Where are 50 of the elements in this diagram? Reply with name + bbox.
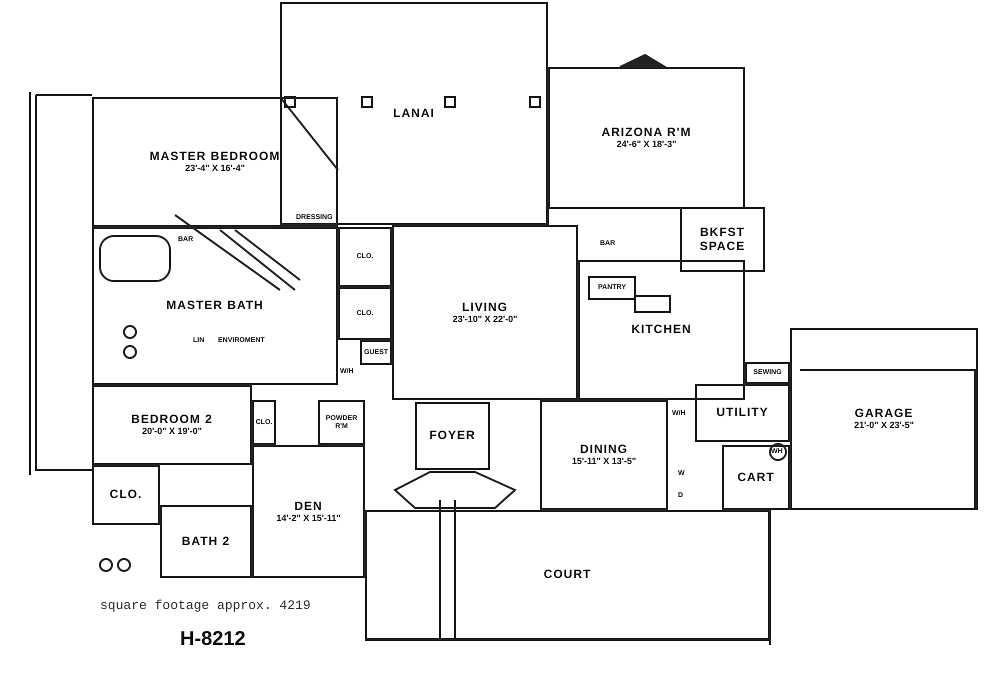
room-outline — [92, 97, 338, 227]
room-name: FOYER — [429, 429, 476, 443]
room-outline — [415, 402, 490, 470]
room-outline — [695, 384, 790, 442]
room-name: DINING — [580, 443, 628, 456]
room-name: MASTER BATH — [166, 299, 264, 313]
room-outline — [360, 340, 392, 365]
room-outline — [92, 465, 160, 525]
room-dimensions: 23'-10" X 22'-0" — [452, 314, 518, 324]
room-outline — [252, 445, 365, 578]
room-outline — [588, 276, 636, 300]
room-name: COURT — [544, 568, 592, 582]
room-outline — [722, 445, 790, 510]
room-outline — [92, 227, 338, 385]
room-outline — [318, 400, 365, 445]
room-name: KITCHEN — [631, 323, 692, 337]
room-outline — [92, 385, 252, 465]
room-outline — [578, 260, 745, 400]
room-dimensions: 24'-6" X 18'-3" — [616, 139, 676, 150]
room-name: LANAI — [393, 106, 435, 120]
room-outline — [680, 207, 765, 272]
room-name: UTILITY — [716, 406, 769, 420]
room-outline — [548, 67, 745, 209]
room-dimensions: 14'-2" X 15'-11" — [276, 512, 341, 524]
room-name: BATH 2 — [182, 534, 230, 548]
plan-number: H-8212 — [180, 628, 246, 651]
room-name: GARAGE — [854, 407, 914, 420]
room-outline — [745, 362, 790, 384]
room-name: LIVING — [462, 300, 508, 314]
room-outline — [540, 400, 668, 510]
room-dimensions: 23'-4" X 16'-4" — [185, 163, 245, 174]
room-name: CART — [737, 470, 775, 484]
room-dimensions: 15'-11" X 13'-5" — [572, 456, 636, 467]
room-outline — [252, 400, 276, 445]
room-outline — [338, 287, 392, 340]
room-name: ARIZONA R'M — [601, 126, 692, 140]
room-name: BEDROOM 2 — [131, 413, 213, 426]
room-name: CLO. — [110, 488, 142, 502]
caption: square footage approx. 4219 — [100, 598, 311, 613]
room-name: BKFST SPACE — [698, 226, 746, 253]
room-outline — [790, 328, 978, 510]
room-outline — [392, 225, 578, 400]
room-dimensions: 21'-0" X 23'-5" — [854, 420, 914, 431]
room-outline — [160, 505, 252, 578]
room-outline — [280, 2, 548, 225]
room-outline — [365, 510, 770, 640]
room-name: DEN — [294, 500, 323, 513]
room-name: MASTER BEDROOM — [150, 150, 280, 164]
room-dimensions: 20'-0" X 19'-0" — [142, 426, 202, 437]
room-outline — [338, 227, 392, 287]
